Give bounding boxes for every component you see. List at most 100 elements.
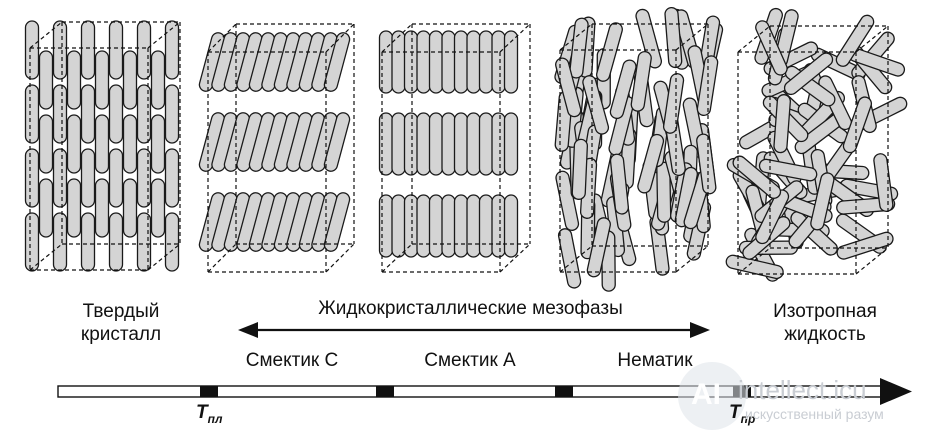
solid-rod xyxy=(52,212,68,272)
solid-rod xyxy=(136,84,152,144)
label-solid-crystal: Твердый кристалл xyxy=(66,300,176,346)
smectic-a-rod xyxy=(466,30,481,94)
watermark-site: intellect.icu xyxy=(738,375,867,405)
nematic-rod xyxy=(696,133,717,195)
label-isotropic-line2: жидкость xyxy=(784,324,866,345)
solid-rod xyxy=(94,114,110,174)
t-melting-subscript: пл xyxy=(207,411,223,426)
smectic-a-rod xyxy=(441,194,456,258)
solid-rod xyxy=(38,50,54,110)
isotropic-box xyxy=(737,25,889,275)
smectic-a-rod xyxy=(491,112,506,176)
smectic-a-rod xyxy=(466,112,481,176)
smectic-a-rod xyxy=(478,112,494,176)
solid-rod xyxy=(24,148,40,208)
smectic-a-rod xyxy=(491,30,506,94)
smectic-a-rod xyxy=(378,194,394,258)
smectic-a-rod xyxy=(453,194,469,258)
nematic-rod xyxy=(662,73,685,134)
isotropic-rod xyxy=(758,158,818,182)
smectic-a-rod xyxy=(441,112,456,176)
solid-rod xyxy=(80,148,96,208)
solid-rod xyxy=(66,178,82,238)
isotropic-rod xyxy=(842,96,873,154)
solid-rod xyxy=(66,114,82,174)
solid-box xyxy=(29,21,181,271)
t-clearing-symbol: T xyxy=(729,402,741,423)
solid-rod xyxy=(38,114,54,174)
solid-rod xyxy=(94,50,110,110)
label-t-clearing: Tпр xyxy=(729,402,755,426)
nematic-rod xyxy=(582,75,610,135)
nematic-rod xyxy=(571,138,589,200)
smectic-a-rod xyxy=(428,194,444,258)
isotropic-rod xyxy=(755,189,790,245)
solid-rod xyxy=(24,20,40,80)
smectic-a-rod xyxy=(478,194,494,258)
solid-rod xyxy=(108,212,124,272)
smectic-a-rod xyxy=(428,30,444,94)
axis-marker-smectic-a-nematic xyxy=(555,386,573,397)
smectic-a-box xyxy=(381,23,531,273)
smectic-a-rod xyxy=(416,112,431,176)
smectic-a-rod xyxy=(441,30,456,94)
smectic-a-rod xyxy=(416,194,431,258)
isotropic-rod xyxy=(836,231,894,260)
solid-rod xyxy=(122,50,138,110)
solid-rod xyxy=(122,114,138,174)
solid-rod xyxy=(24,84,40,144)
solid-rod xyxy=(24,212,40,272)
label-nematic: Нематик xyxy=(617,350,693,371)
solid-rod xyxy=(52,84,68,144)
label-smectic-a: Смектик А xyxy=(424,350,516,371)
smectic-c-box xyxy=(207,23,355,273)
isotropic-rod xyxy=(810,172,835,231)
smectic-a-rod xyxy=(403,112,419,176)
label-smectic-c: Смектик С xyxy=(245,350,339,371)
solid-rod xyxy=(164,84,180,144)
nematic-rod xyxy=(557,228,582,289)
watermark-logo-text: AI xyxy=(691,378,721,411)
solid-rod xyxy=(52,148,68,208)
smectic-a-rod xyxy=(453,30,469,94)
t-clearing-subscript: пр xyxy=(740,411,756,426)
label-solid-line2: кристалл xyxy=(80,324,162,345)
label-t-melting: Tпл xyxy=(196,402,222,426)
solid-rod xyxy=(66,50,82,110)
solid-rod xyxy=(164,212,180,272)
isotropic-rod xyxy=(835,14,875,67)
unit-cell-outlines-layer xyxy=(29,21,889,275)
solid-rod xyxy=(80,212,96,272)
nematic-rod xyxy=(609,153,629,215)
nematic-rod xyxy=(630,50,652,112)
smectic-a-rod xyxy=(416,30,431,94)
solid-rod xyxy=(80,20,96,80)
solid-rod xyxy=(164,148,180,208)
solid-rod xyxy=(150,114,166,174)
smectic-a-rod xyxy=(428,112,444,176)
axis-marker-smectic-c-a xyxy=(376,386,394,397)
nematic-rod xyxy=(696,55,719,117)
smectic-a-rod xyxy=(403,194,419,258)
solid-rod xyxy=(52,20,68,80)
smectic-a-rod xyxy=(391,112,406,176)
smectic-c-rod xyxy=(323,192,351,252)
smectic-c-rod xyxy=(323,112,351,172)
solid-rod xyxy=(80,84,96,144)
isotropic-rod xyxy=(755,20,788,76)
isotropic-rod xyxy=(725,254,784,280)
smectic-a-rod xyxy=(391,194,406,258)
label-isotropic-liquid: Изотропная жидкость xyxy=(760,300,890,346)
watermark-logo xyxy=(678,362,746,430)
isotropic-rod xyxy=(732,155,782,199)
smectic-a-rod xyxy=(503,194,519,258)
nematic-rod xyxy=(609,59,637,120)
solid-rod xyxy=(108,148,124,208)
label-isotropic-line1: Изотропная xyxy=(773,301,877,322)
solid-rod xyxy=(108,20,124,80)
solid-rod xyxy=(108,84,124,144)
smectic-a-rod xyxy=(403,30,419,94)
solid-rod xyxy=(150,50,166,110)
nematic-rod xyxy=(569,17,589,79)
